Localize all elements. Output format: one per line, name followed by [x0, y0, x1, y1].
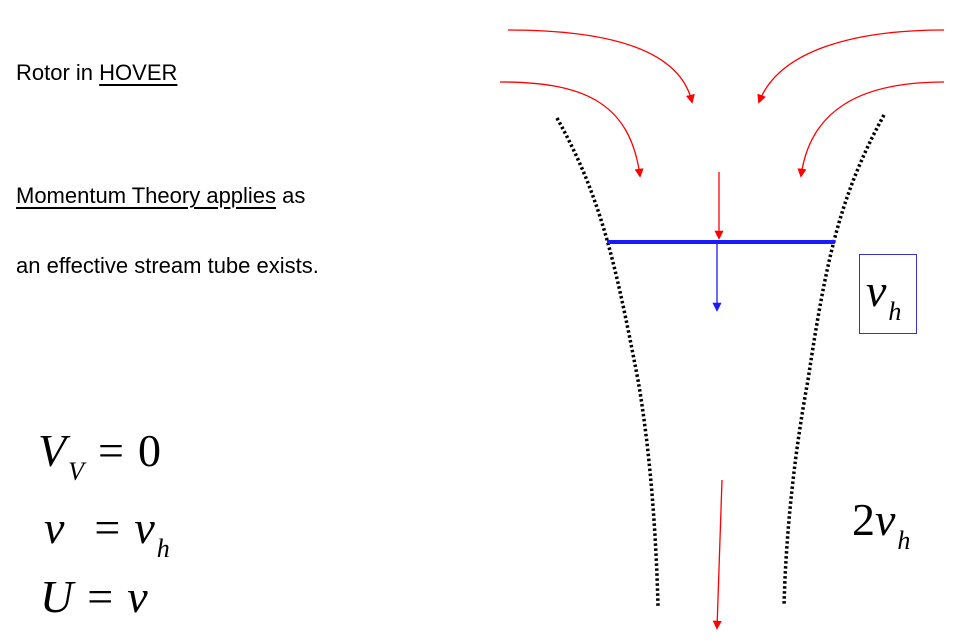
wake-velocity-arrow — [712, 479, 723, 630]
equation-1-rhs: 0 — [137, 425, 161, 476]
equation-2-lhs: v — [44, 502, 65, 553]
rotor-velocity-sub: h — [888, 297, 902, 326]
equation-3-op: = — [87, 571, 114, 622]
rotor-velocity-box — [859, 254, 917, 334]
inflow-arrow-mid-left — [499, 81, 644, 178]
heading-emphasis: HOVER — [99, 60, 178, 85]
wake-velocity-sub: h — [897, 526, 911, 555]
equation-3: U = v — [40, 574, 148, 620]
wake-velocity-symbol: v — [875, 494, 896, 545]
explanation-line-2: an effective stream tube exists. — [16, 253, 319, 278]
stream-tube-right-boundary — [782, 114, 886, 607]
stream-tube-left-boundary — [555, 117, 660, 607]
equation-2-rhs-sub: h — [156, 534, 170, 563]
inflow-arrow-top-right — [757, 29, 945, 104]
explanation-underlined: Momentum Theory applies — [16, 183, 277, 208]
rotor-velocity-symbol: v — [866, 265, 887, 316]
explanation-rest: as — [276, 183, 306, 208]
equation-3-rhs: v — [127, 571, 148, 622]
heading-prefix: Rotor in — [16, 60, 100, 85]
wake-velocity-coefficient: 2 — [852, 494, 875, 545]
equation-1-lhs: V — [38, 425, 67, 476]
inflow-arrow-mid-right — [797, 81, 945, 178]
heading: Rotor in HOVER — [16, 60, 177, 86]
wake-velocity-label: 2vh — [852, 494, 910, 554]
equation-1-op: = — [98, 425, 124, 476]
equation-2-op: = — [94, 502, 121, 553]
explanation-line-1: Momentum Theory applies as — [16, 183, 305, 209]
rotor-velocity-label: vh — [866, 265, 901, 325]
equation-3-lhs: U — [40, 571, 74, 622]
equation-1-lhs-sub: V — [68, 457, 84, 486]
equation-2: v=vh — [44, 502, 170, 562]
equation-2-rhs: v — [134, 502, 155, 553]
equation-1: VV = 0 — [38, 425, 161, 485]
inflow-arrow-top-left — [507, 29, 695, 104]
